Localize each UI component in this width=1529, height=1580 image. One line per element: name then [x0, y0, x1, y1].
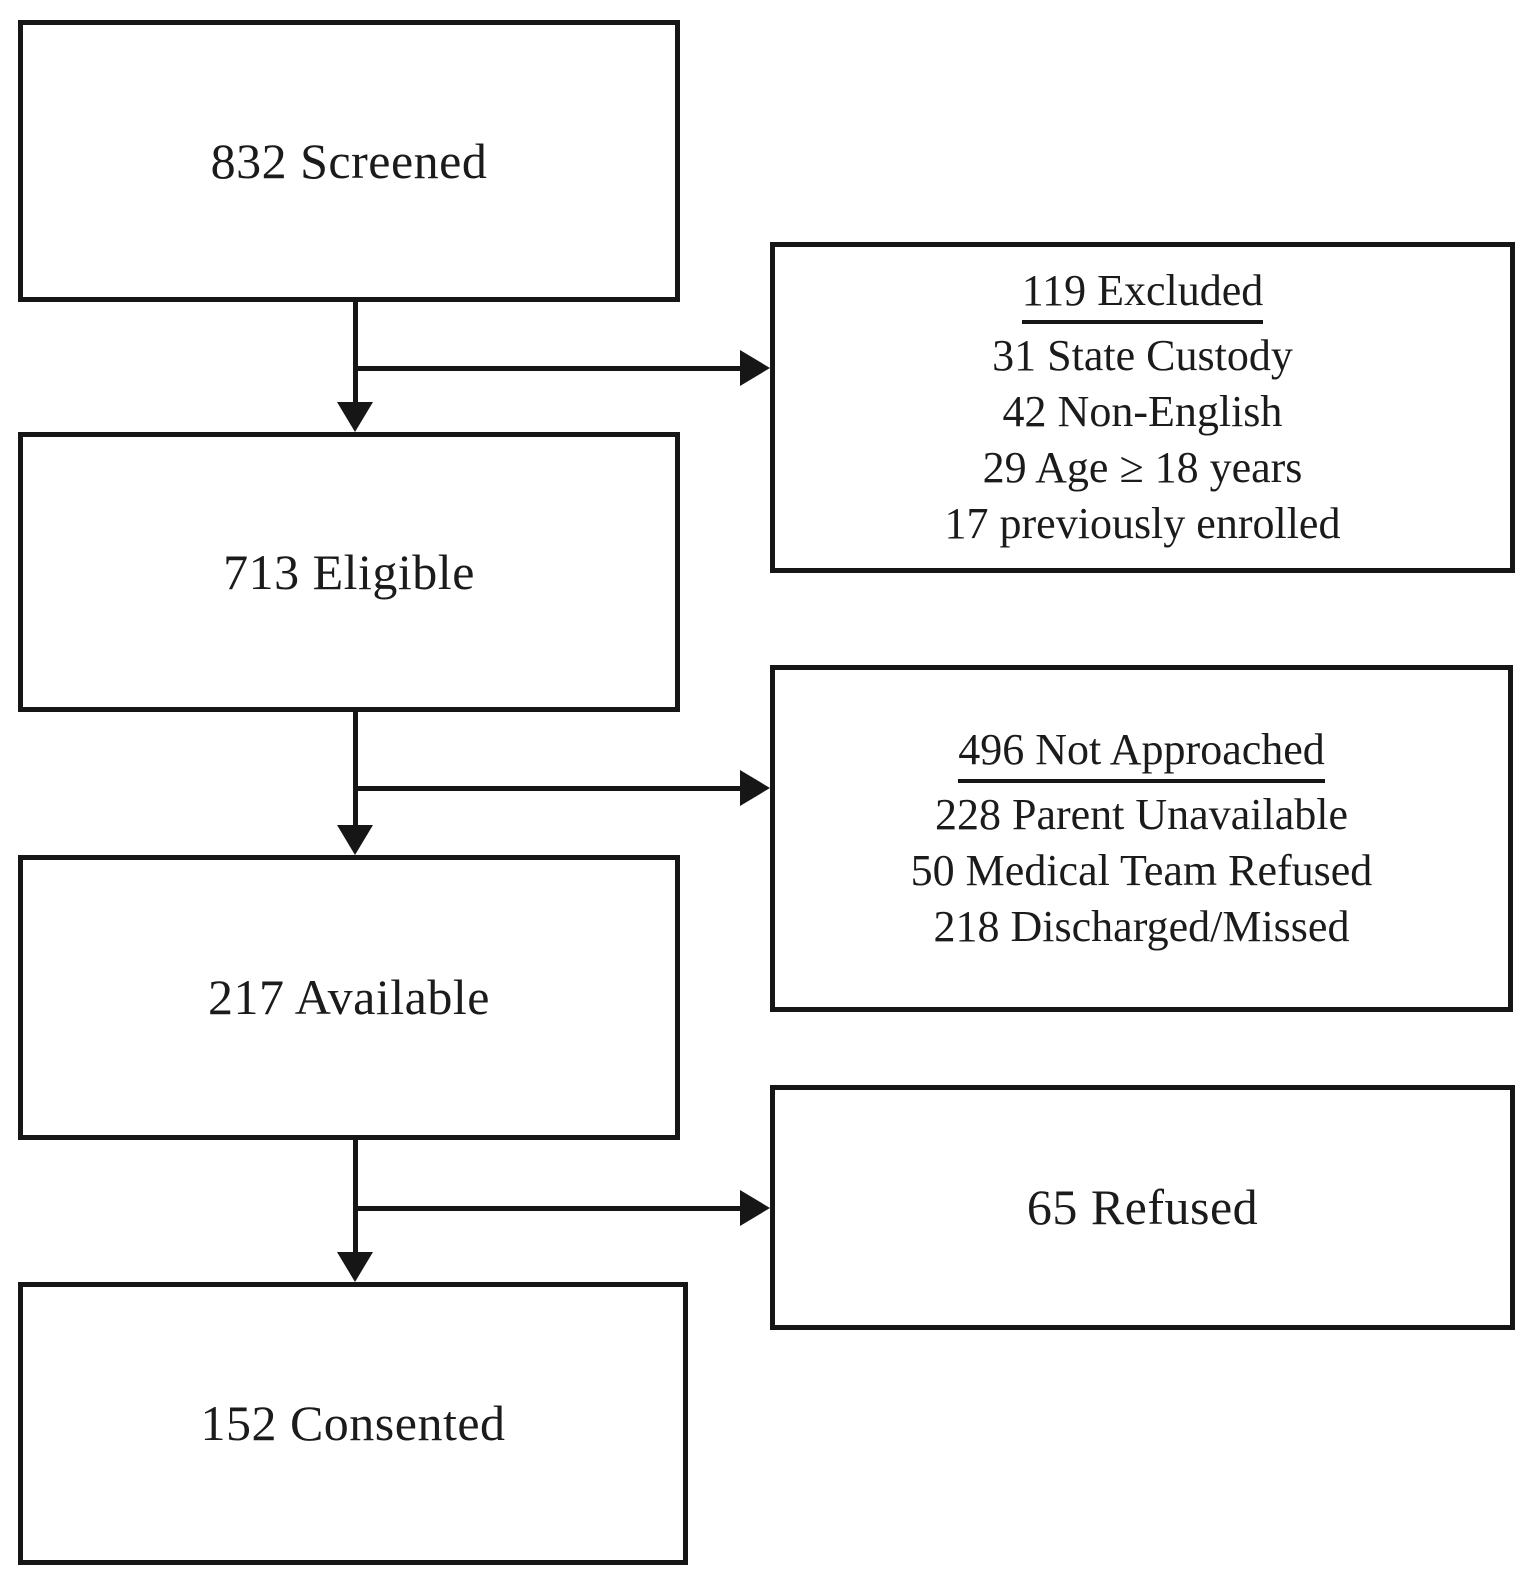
box-not-approached-item: 228 Parent Unavailable [935, 790, 1348, 839]
box-consented: 152 Consented [18, 1282, 688, 1565]
connector-screened-to-eligible-arrowhead-icon [337, 402, 373, 432]
box-not-approached: 496 Not Approached 228 Parent Unavailabl… [770, 665, 1513, 1012]
box-eligible-label: 713 Eligible [223, 543, 475, 600]
connector-available-to-consented-line [353, 1140, 358, 1254]
connector-available-to-refused-line [353, 1206, 745, 1211]
box-not-approached-item: 50 Medical Team Refused [910, 846, 1373, 895]
box-excluded-title: 119 Excluded [1021, 263, 1264, 324]
box-refused: 65 Refused [770, 1085, 1515, 1330]
connector-available-to-refused-arrowhead-icon [740, 1190, 770, 1226]
box-eligible: 713 Eligible [18, 432, 680, 712]
box-consented-label: 152 Consented [200, 1395, 506, 1451]
box-available-label: 217 Available [208, 969, 490, 1025]
connector-screened-to-eligible-line [353, 302, 358, 404]
connector-eligible-to-not-approached-arrowhead-icon [740, 770, 770, 806]
box-excluded: 119 Excluded 31 State Custody 42 Non-Eng… [770, 242, 1515, 573]
box-excluded-item: 29 Age ≥ 18 years [982, 443, 1303, 492]
connector-eligible-to-available-line [353, 712, 358, 827]
box-refused-label: 65 Refused [1026, 1179, 1259, 1235]
connector-screened-to-excluded-arrowhead-icon [740, 350, 770, 386]
box-not-approached-item: 218 Discharged/Missed [933, 902, 1350, 951]
box-excluded-item: 17 previously enrolled [944, 499, 1341, 548]
box-available: 217 Available [18, 855, 680, 1140]
box-screened-label: 832 Screened [210, 132, 488, 189]
box-excluded-item: 31 State Custody [992, 331, 1293, 380]
connector-eligible-to-available-arrowhead-icon [337, 825, 373, 855]
connector-screened-to-excluded-line [353, 366, 745, 371]
box-screened: 832 Screened [18, 20, 680, 302]
box-excluded-item: 42 Non-English [1002, 387, 1283, 436]
box-not-approached-title: 496 Not Approached [958, 722, 1325, 783]
connector-eligible-to-not-approached-line [353, 786, 745, 791]
connector-available-to-consented-arrowhead-icon [337, 1252, 373, 1282]
